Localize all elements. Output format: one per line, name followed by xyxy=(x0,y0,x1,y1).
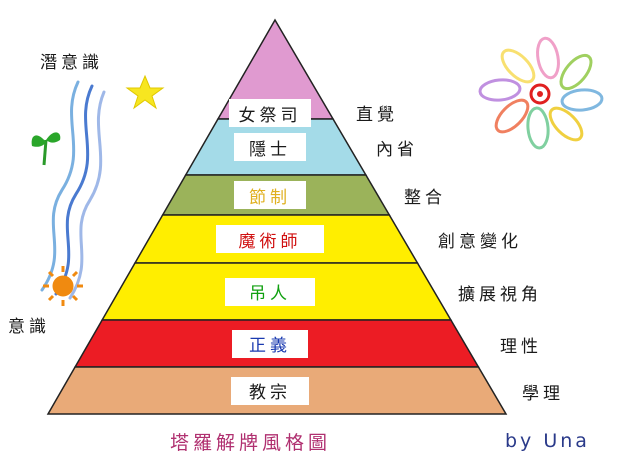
side-label-1: 直覺 xyxy=(356,105,398,125)
level-label-5: 吊人 xyxy=(225,277,315,306)
level-label-2: 隱士 xyxy=(234,133,306,161)
diagram-caption: 塔羅解牌風格圖 xyxy=(170,432,332,454)
side-label-3: 整合 xyxy=(404,188,446,208)
side-label-5: 擴展視角 xyxy=(458,284,542,305)
level-label-4: 魔術師 xyxy=(216,225,324,253)
sprout-icon xyxy=(31,132,61,166)
stream-icon xyxy=(40,80,106,300)
side-label-7: 學理 xyxy=(522,383,564,404)
subconscious-label: 潛意識 xyxy=(40,53,103,73)
level-label-7: 教宗 xyxy=(231,376,309,405)
level-label-3: 節制 xyxy=(234,181,306,209)
star-icon xyxy=(125,74,165,110)
level-label-1: 女祭司 xyxy=(229,99,311,127)
flower-icon xyxy=(478,36,604,150)
side-label-4: 創意變化 xyxy=(438,232,522,252)
conscious-label: 意識 xyxy=(8,317,50,337)
side-label-6: 理性 xyxy=(500,336,542,357)
credit-text: by Una xyxy=(505,430,590,452)
side-label-2: 內省 xyxy=(376,140,418,160)
level-label-6: 正義 xyxy=(232,329,308,358)
sun-icon xyxy=(43,266,83,306)
